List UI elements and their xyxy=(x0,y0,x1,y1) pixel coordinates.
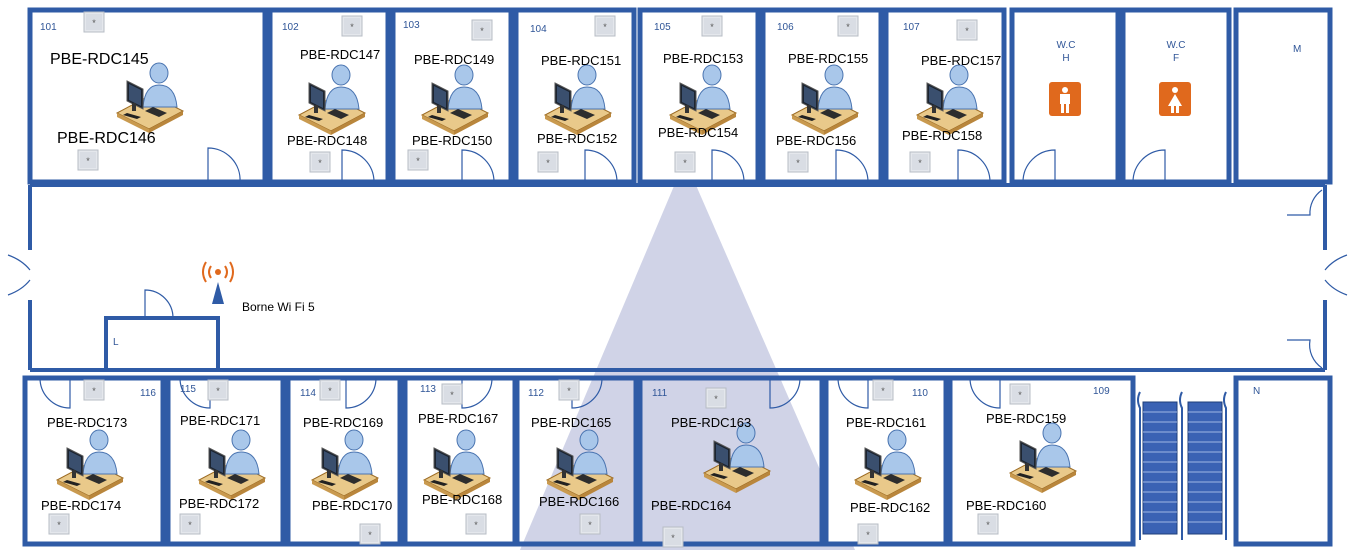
pc-label: PBE-RDC168 xyxy=(422,492,502,507)
pc-label: PBE-RDC148 xyxy=(287,133,367,148)
room-number: 116 xyxy=(140,388,156,399)
wifi-label: Borne Wi Fi 5 xyxy=(242,300,315,314)
man-icon xyxy=(1049,82,1081,116)
pc-label: PBE-RDC153 xyxy=(663,51,743,66)
room-number: 115 xyxy=(180,384,196,395)
pc-label: PBE-RDC164 xyxy=(651,498,731,513)
pc-labels: PBE-RDC145 PBE-RDC146 PBE-RDC147 PBE-RDC… xyxy=(50,47,1001,148)
room-number: 106 xyxy=(777,22,794,33)
corridor-walls xyxy=(28,183,1327,372)
wc-women-line1: W.C xyxy=(1167,40,1186,51)
room-number: 102 xyxy=(282,22,299,33)
coverage-area xyxy=(520,160,855,550)
pc-label: PBE-RDC171 xyxy=(180,413,260,428)
pc-label: PBE-RDC160 xyxy=(966,498,1046,513)
pc-label: PBE-RDC154 xyxy=(658,125,738,140)
room-number: 109 xyxy=(1093,386,1110,397)
pc-label: PBE-RDC172 xyxy=(179,496,259,511)
pc-label: PBE-RDC147 xyxy=(300,47,380,62)
pc-labels-bottom: PBE-RDC173 PBE-RDC174 PBE-RDC171 PBE-RDC… xyxy=(41,411,1066,515)
pc-label: PBE-RDC162 xyxy=(850,500,930,515)
room-n-label: N xyxy=(1253,386,1260,397)
door-swings xyxy=(39,147,1323,409)
staircase xyxy=(1137,391,1227,540)
pc-label: PBE-RDC169 xyxy=(303,415,383,430)
pc-label: PBE-RDC150 xyxy=(412,133,492,148)
room-number: 104 xyxy=(530,24,547,35)
wc-men-line1: W.C xyxy=(1057,40,1076,51)
wifi-antenna-icon xyxy=(202,261,234,304)
room-number: 112 xyxy=(528,388,544,399)
pc-label: PBE-RDC166 xyxy=(539,494,619,509)
storage-room-l xyxy=(104,316,220,372)
pc-label: PBE-RDC156 xyxy=(776,133,856,148)
pc-label: PBE-RDC173 xyxy=(47,415,127,430)
corridor-end-doors xyxy=(7,254,1348,296)
room-number: 105 xyxy=(654,22,671,33)
room-m-label: M xyxy=(1293,44,1301,55)
room-number: 113 xyxy=(420,384,436,395)
pc-label: PBE-RDC145 xyxy=(50,51,149,68)
pc-label: PBE-RDC167 xyxy=(418,411,498,426)
pc-label: PBE-RDC163 xyxy=(671,415,751,430)
pc-label: PBE-RDC159 xyxy=(986,411,1066,426)
pc-label: PBE-RDC149 xyxy=(414,52,494,67)
room-number: 111 xyxy=(652,388,668,399)
pc-label: PBE-RDC146 xyxy=(57,130,156,147)
pc-label: PBE-RDC151 xyxy=(541,53,621,68)
pc-label: PBE-RDC158 xyxy=(902,128,982,143)
woman-icon xyxy=(1159,82,1191,116)
pc-label: PBE-RDC157 xyxy=(921,53,1001,68)
pc-label: PBE-RDC152 xyxy=(537,131,617,146)
room-number: 103 xyxy=(403,20,420,31)
pc-label: PBE-RDC170 xyxy=(312,498,392,513)
pc-label: PBE-RDC155 xyxy=(788,51,868,66)
pc-label: PBE-RDC161 xyxy=(846,415,926,430)
room-number: 110 xyxy=(912,388,928,399)
room-number: 107 xyxy=(903,22,920,33)
room-l-label: L xyxy=(113,337,119,348)
wc-men-line2: H xyxy=(1062,53,1069,64)
wc-women-line2: F xyxy=(1173,53,1179,64)
room-number: 114 xyxy=(300,388,316,399)
room-number: 101 xyxy=(40,22,57,33)
pc-label: PBE-RDC174 xyxy=(41,498,121,513)
pc-label: PBE-RDC165 xyxy=(531,415,611,430)
